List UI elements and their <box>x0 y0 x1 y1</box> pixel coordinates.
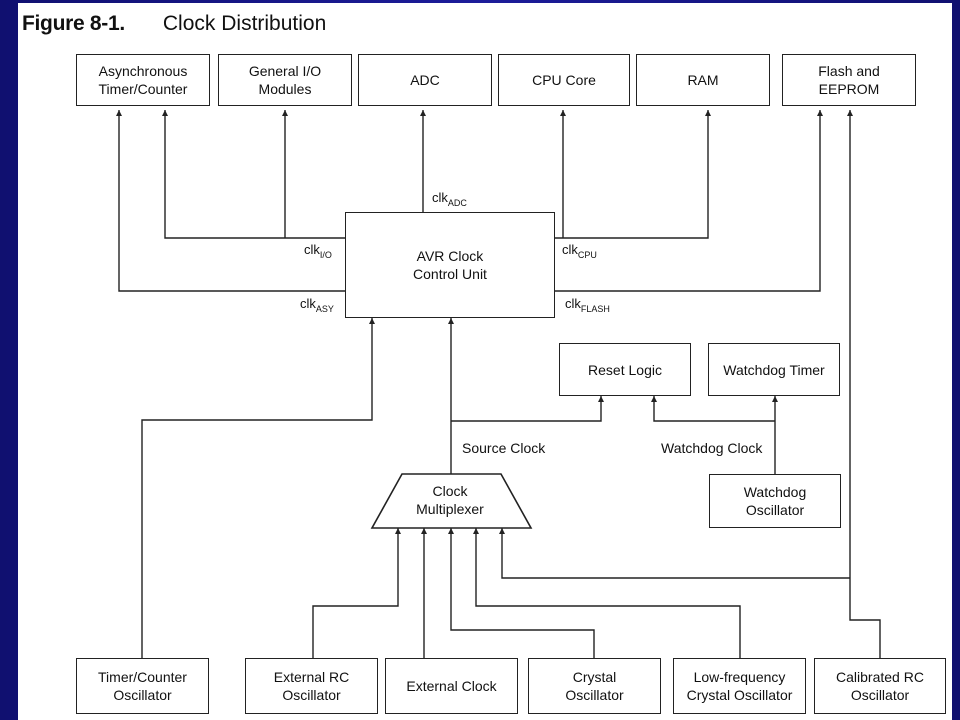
clk-adc-label: clkADC <box>432 190 467 208</box>
reset-logic-block: Reset Logic <box>559 343 691 396</box>
clk-cpu-wire <box>555 110 711 239</box>
clk-asy-wire <box>116 110 345 292</box>
clk-io-label: clkI/O <box>304 242 332 260</box>
rc-to-mux-wire <box>499 528 850 579</box>
async-timer-counter-block: Asynchronous Timer/Counter <box>76 54 210 106</box>
clk-io-wire <box>162 110 345 239</box>
adc-block: ADC <box>358 54 492 106</box>
external-rc-oscillator-block: External RC Oscillator <box>245 658 378 714</box>
clk-flash-label: clkFLASH <box>565 296 610 314</box>
figure-number: Figure 8-1. <box>22 12 125 35</box>
flash-eeprom-block: Flash and EEPROM <box>782 54 916 106</box>
calibrated-rc-oscillator-block: Calibrated RC Oscillator <box>814 658 946 714</box>
watchdog-clock-label: Watchdog Clock <box>661 440 763 456</box>
cpu-core-block: CPU Core <box>498 54 630 106</box>
clk-flash-wire <box>555 110 823 292</box>
watchdog-timer-block: Watchdog Timer <box>708 343 840 396</box>
external-clock-block: External Clock <box>385 658 518 714</box>
multiplexer-shape <box>370 473 533 529</box>
watchdog-oscillator-block: Watchdog Oscillator <box>709 474 841 528</box>
rc-to-flash-wire <box>847 110 881 658</box>
avr-clock-control-unit: AVR Clock Control Unit <box>345 212 555 318</box>
crystal-wire <box>448 528 595 658</box>
clk-cpu-label: clkCPU <box>562 242 597 260</box>
figure-title: Figure 8-1. Clock Distribution <box>22 12 326 44</box>
lf-crystal-wire <box>473 528 741 658</box>
crystal-oscillator-block: Crystal Oscillator <box>528 658 661 714</box>
source-clock-label: Source Clock <box>462 440 546 456</box>
clk-asy-label: clkASY <box>300 296 334 314</box>
ext-rc-wire <box>312 528 401 658</box>
figure-name: Clock Distribution <box>162 12 327 35</box>
ram-block: RAM <box>636 54 770 106</box>
low-frequency-crystal-oscillator-block: Low-frequency Crystal Oscillator <box>673 658 806 714</box>
timer-counter-oscillator-block: Timer/Counter Oscillator <box>76 658 209 714</box>
clock-multiplexer-label: Clock Multiplexer <box>416 483 484 517</box>
tc-osc-wire <box>141 318 375 658</box>
watchdog-to-reset-wire <box>651 396 775 422</box>
source-to-reset-wire <box>451 396 604 422</box>
general-io-block: General I/O Modules <box>218 54 352 106</box>
